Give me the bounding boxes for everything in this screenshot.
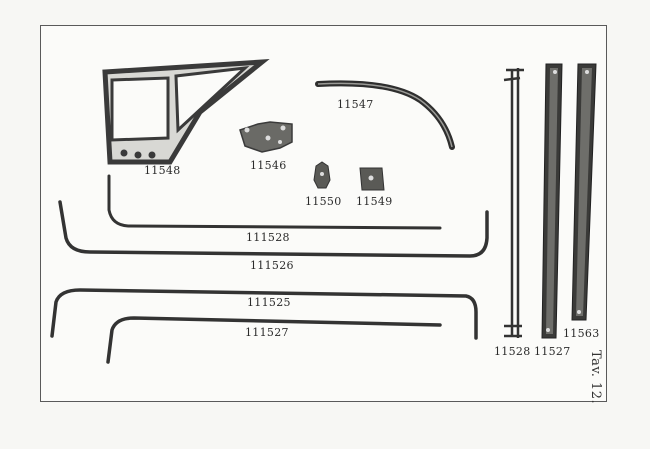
label-11528: 11528 [494, 345, 531, 358]
part-11527-channel [541, 63, 563, 339]
part-11547-curved-strip [315, 80, 455, 150]
label-111526: 111526 [250, 259, 294, 272]
label-111525: 111525 [247, 296, 291, 309]
part-11550-bracket [313, 161, 331, 189]
part-111527-rod [106, 316, 442, 364]
label-11548: 11548 [144, 164, 181, 177]
part-11549-bracket [359, 167, 385, 191]
label-111527: 111527 [245, 326, 289, 339]
part-11548-frame-bracket [102, 59, 270, 165]
label-11549: 11549 [356, 195, 393, 208]
part-111525-rod [50, 288, 478, 340]
part-11546-plate [239, 121, 293, 153]
label-11550: 11550 [305, 195, 342, 208]
label-11546: 11546 [250, 159, 287, 172]
part-111528-rod [107, 174, 442, 230]
plate-title: Tav. 12. [588, 350, 603, 405]
label-11547: 11547 [337, 98, 374, 111]
label-11527: 11527 [534, 345, 571, 358]
part-111526-rod [58, 200, 489, 258]
part-11528-vertical-rod [503, 68, 524, 338]
label-111528: 111528 [246, 231, 290, 244]
label-11563: 11563 [563, 327, 600, 340]
part-11563-channel [571, 63, 597, 321]
